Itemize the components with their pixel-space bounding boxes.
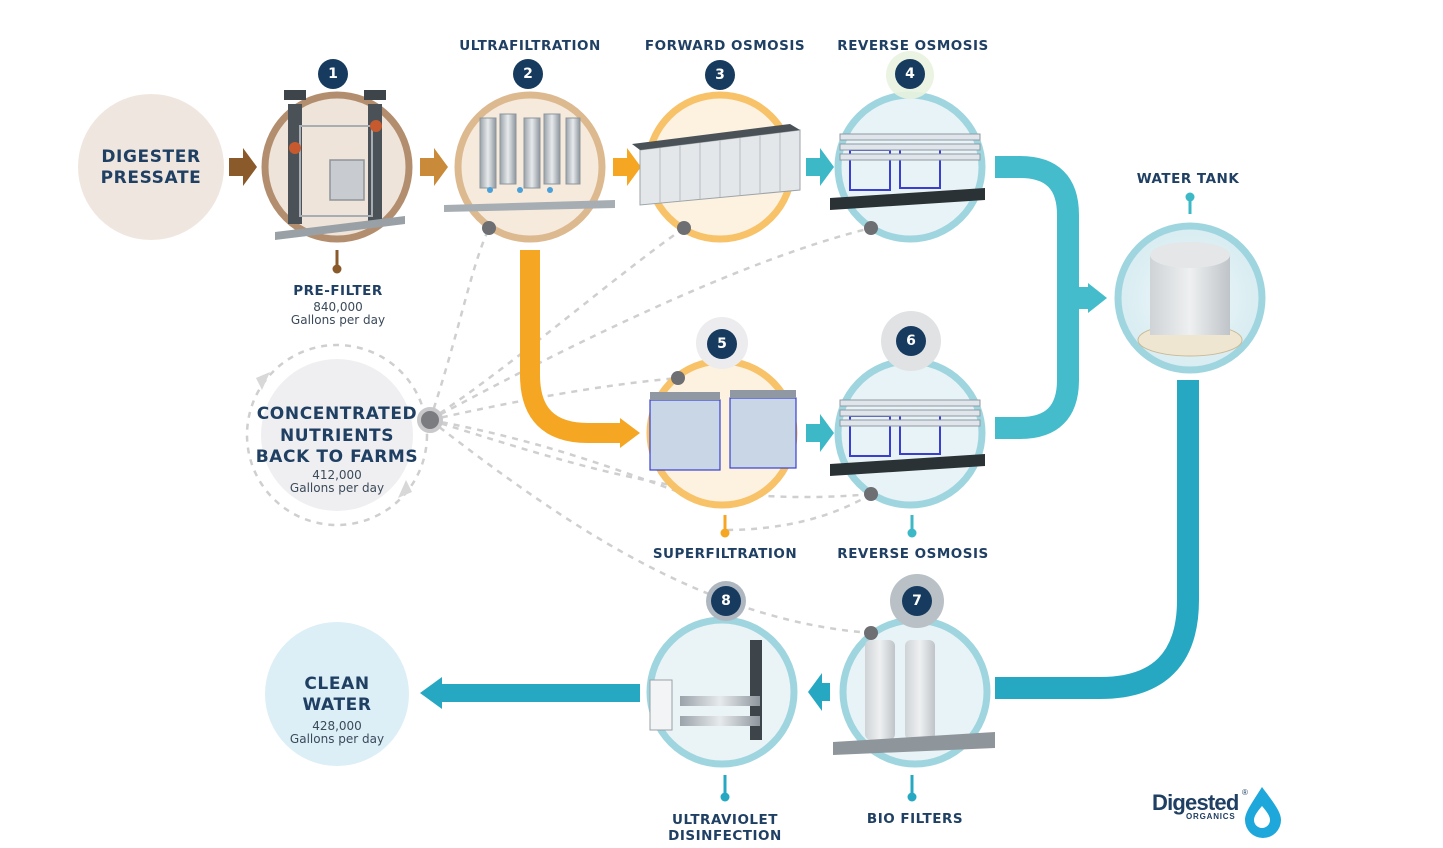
source-line1: DIGESTER [101, 147, 201, 167]
teal-pipe-upper [995, 156, 1079, 439]
stage-8-circle [646, 616, 798, 768]
stage-title-8-line2: DISINFECTION [668, 828, 782, 844]
stage-title-2: ULTRAFILTRATION [459, 38, 601, 54]
digested-organics-logo: Digested ® ORGANICS [1152, 782, 1292, 832]
clean-line1: CLEAN [304, 674, 370, 694]
orange-pipe [520, 250, 622, 443]
stage-badge-7: 7 [902, 586, 932, 616]
logo-sub: ORGANICS [1186, 812, 1236, 821]
stage-title-6: REVERSE OSMOSIS [837, 546, 989, 562]
stage-badge-5: 5 [707, 329, 737, 359]
concentrate-line1: CONCENTRATED [256, 404, 418, 424]
stage-title-8: ULTRAVIOLET DISINFECTION [640, 812, 810, 844]
concentrate-circle [261, 359, 413, 511]
dripper-icon [907, 515, 917, 538]
stage-badge-2: 2 [513, 59, 543, 89]
clean-line2: WATER [302, 695, 372, 715]
concentrate-line2: NUTRIENTS [279, 425, 395, 446]
arrow-right-icon [229, 148, 257, 186]
concentrate-unit: Gallons per day [289, 481, 385, 495]
loop-arrow-bottom [398, 480, 412, 498]
stage-badge-4: 4 [895, 59, 925, 89]
water-tank-circle [1114, 222, 1266, 374]
stage-title-3: FORWARD OSMOSIS [644, 38, 806, 54]
stage-badge-1: 1 [318, 59, 348, 89]
dripper-icon [332, 250, 342, 274]
stage-2-circle [444, 91, 615, 243]
arrow-right-icon [806, 414, 834, 452]
stage-6-circle [830, 357, 986, 509]
stage-badge-8: 8 [711, 586, 741, 616]
arrow-left-icon [808, 673, 830, 711]
stage-badge-3: 3 [705, 60, 735, 90]
concentrate-hub [417, 407, 443, 433]
prefilter-unit: Gallons per day [290, 313, 386, 327]
stage-title-7: BIO FILTERS [866, 811, 964, 827]
source-label: DIGESTER PRESSATE [86, 147, 216, 189]
concentrate-label: CONCENTRATED NUTRIENTS BACK TO FARMS [252, 404, 422, 469]
arrow-right-icon [613, 148, 641, 186]
tank-title: WATER TANK [1136, 171, 1240, 187]
clean-amount: 428,000 [312, 719, 362, 733]
stage-badge-6: 6 [896, 326, 926, 356]
stage-1-circle [261, 90, 413, 243]
source-line2: PRESSATE [100, 168, 202, 188]
logo-word: Digested [1152, 790, 1239, 815]
dashed-return-lines [245, 226, 872, 635]
stage-4-circle [830, 91, 986, 243]
concentrate-amount: 412,000 [312, 468, 362, 482]
clean-unit: Gallons per day [289, 732, 385, 746]
logo-mark: ® [1242, 788, 1248, 797]
arrow-right-icon [806, 148, 834, 186]
clean-water-circle [265, 622, 409, 766]
port-dots [482, 221, 878, 640]
dripper-icon [720, 515, 730, 538]
stage-7-circle [833, 616, 995, 768]
stage-title-4: REVERSE OSMOSIS [837, 38, 989, 54]
stage-title-5: SUPERFILTRATION [652, 546, 798, 562]
dripper-icon [1185, 192, 1195, 214]
arrow-right-icon [420, 148, 448, 186]
stage-5-circle [646, 357, 798, 509]
prefilter-amount: 840,000 [313, 300, 363, 314]
dripper-icon [720, 775, 730, 802]
teal-pipe-lower [995, 380, 1199, 699]
arrow-left-icon [420, 677, 442, 709]
stage-3-circle [632, 91, 801, 243]
loop-arrow-top [256, 372, 270, 390]
stage-title-8-line1: ULTRAVIOLET [672, 812, 778, 828]
stage-title-1: PRE-FILTER [293, 283, 383, 299]
clean-water-label: CLEAN WATER [272, 674, 402, 716]
digester-pressate-circle [78, 94, 224, 240]
dripper-icon [907, 775, 917, 802]
concentrate-line3: BACK TO FARMS [255, 447, 419, 467]
